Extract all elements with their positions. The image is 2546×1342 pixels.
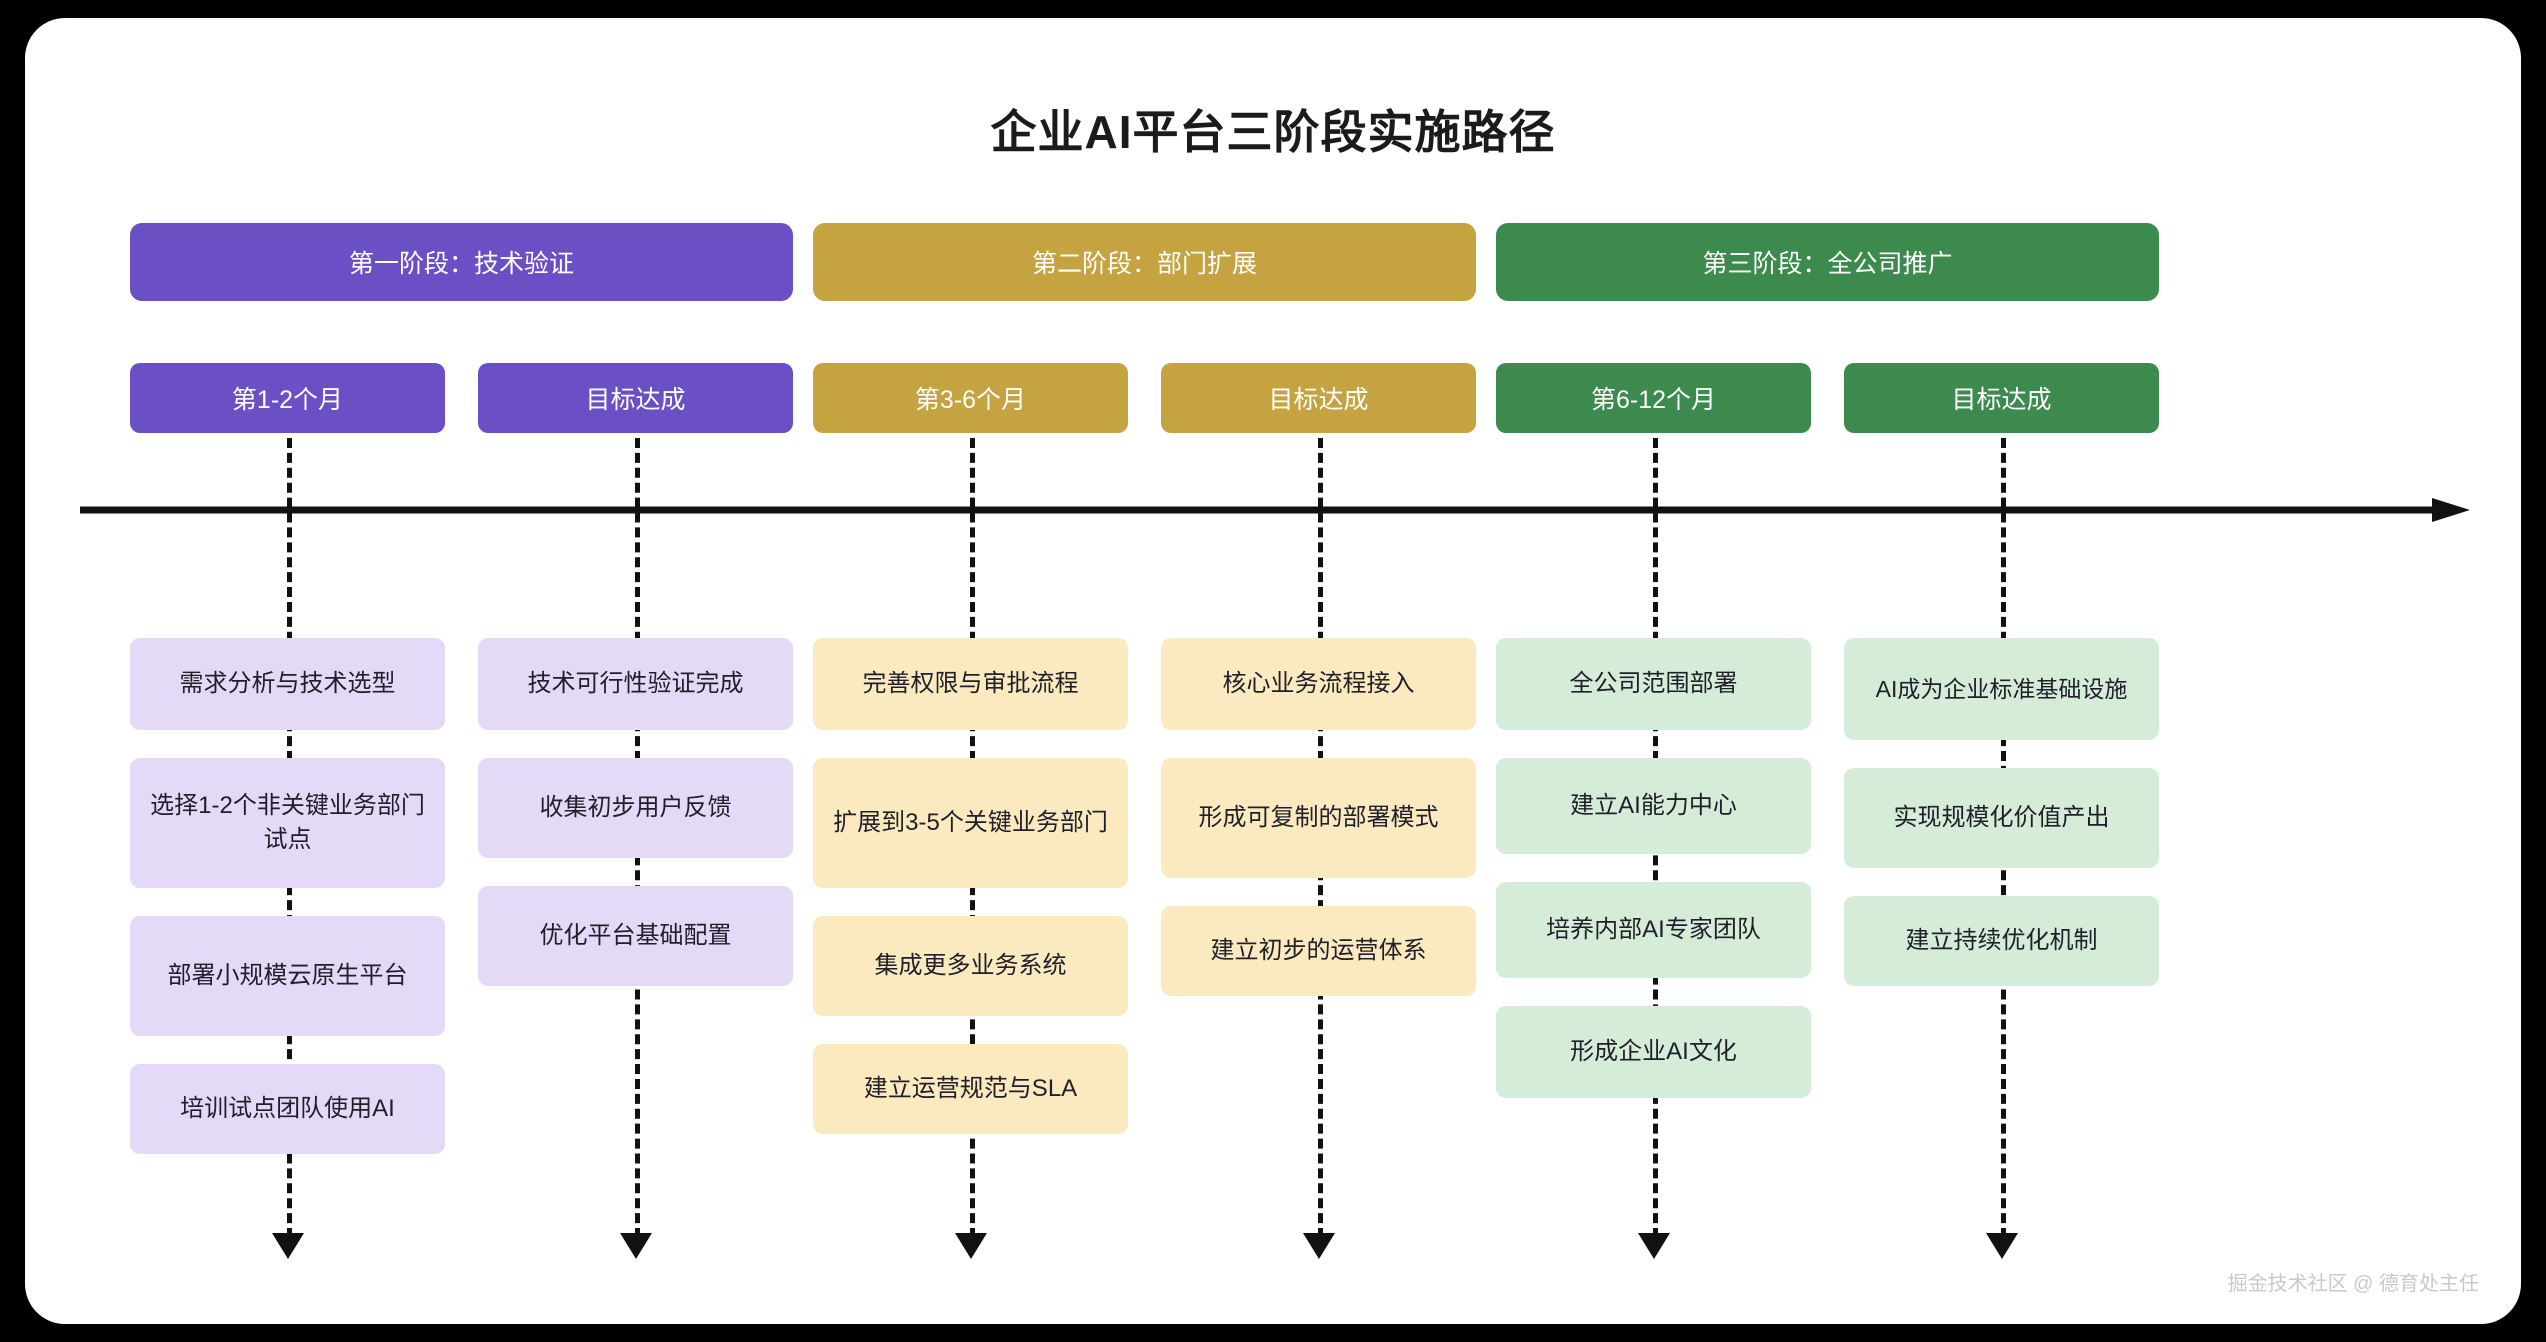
card[interactable]: 完善权限与审批流程 [813,638,1128,730]
connector-arrow-phase-1-goals [620,1233,652,1259]
page-title: 企业AI平台三阶段实施路径 [990,106,1556,158]
phase-header-3: 第三阶段：全公司推广 [1496,223,2159,301]
timeline-arrow [80,498,2470,522]
card[interactable]: 实现规模化价值产出 [1844,768,2159,868]
card[interactable]: 收集初步用户反馈 [478,758,793,858]
sub-header-phase-1-tasks-label: 第1-2个月 [231,386,344,414]
connector-arrow-phase-1-tasks [272,1233,304,1259]
card-column-phase-1-tasks: 需求分析与技术选型 选择1-2个非关键业务部门试点 部署小规模云原生平台 培训试… [130,638,445,1154]
card[interactable]: AI成为企业标准基础设施 [1844,638,2159,740]
sub-header-phase-2-tasks-label: 第3-6个月 [914,386,1027,414]
card[interactable]: 部署小规模云原生平台 [130,916,445,1036]
sub-header-phase-1-tasks: 第1-2个月 [130,363,445,433]
connector-arrow-phase-3-goals [1986,1233,2018,1259]
card-column-phase-3-tasks: 全公司范围部署 建立AI能力中心 培养内部AI专家团队 形成企业AI文化 [1496,638,1811,1098]
sub-header-phase-2-goals-label: 目标达成 [1268,386,1369,414]
phase-header-1-label: 第一阶段：技术验证 [348,250,574,278]
card[interactable]: 集成更多业务系统 [813,916,1128,1016]
phase-header-2: 第二阶段：部门扩展 [813,223,1476,301]
sub-header-phase-3-goals: 目标达成 [1844,363,2159,433]
card-column-phase-1-goals: 技术可行性验证完成 收集初步用户反馈 优化平台基础配置 [478,638,793,986]
card[interactable]: 扩展到3-5个关键业务部门 [813,758,1128,888]
connector-arrow-phase-2-tasks [955,1233,987,1259]
card-column-phase-3-goals: AI成为企业标准基础设施 实现规模化价值产出 建立持续优化机制 [1844,638,2159,986]
sub-header-phase-3-tasks: 第6-12个月 [1496,363,1811,433]
sub-header-phase-1-goals: 目标达成 [478,363,793,433]
card[interactable]: 形成企业AI文化 [1496,1006,1811,1098]
card-column-phase-2-goals: 核心业务流程接入 形成可复制的部署模式 建立初步的运营体系 [1161,638,1476,996]
connector-arrow-phase-3-tasks [1638,1233,1670,1259]
card[interactable]: 形成可复制的部署模式 [1161,758,1476,878]
sub-header-phase-3-goals-label: 目标达成 [1951,386,2052,414]
sub-header-phase-1-goals-label: 目标达成 [585,386,686,414]
sub-header-phase-2-goals: 目标达成 [1161,363,1476,433]
card[interactable]: 培养内部AI专家团队 [1496,882,1811,978]
watermark: 掘金技术社区 @ 德育处主任 [2227,1273,2479,1295]
card[interactable]: 建立运营规范与SLA [813,1044,1128,1134]
diagram-canvas: 企业AI平台三阶段实施路径 第一阶段：技术验证 第二阶段：部门扩展 第三阶段：全… [25,18,2521,1324]
phase-header-1: 第一阶段：技术验证 [130,223,793,301]
phase-header-2-label: 第二阶段：部门扩展 [1031,250,1257,278]
card[interactable]: 建立持续优化机制 [1844,896,2159,986]
sub-header-phase-3-tasks-label: 第6-12个月 [1590,386,1717,414]
card[interactable]: 优化平台基础配置 [478,886,793,986]
phase-header-3-label: 第三阶段：全公司推广 [1702,250,1953,278]
card-column-phase-2-tasks: 完善权限与审批流程 扩展到3-5个关键业务部门 集成更多业务系统 建立运营规范与… [813,638,1128,1134]
connector-arrow-phase-2-goals [1303,1233,1335,1259]
card[interactable]: 建立初步的运营体系 [1161,906,1476,996]
card[interactable]: 培训试点团队使用AI [130,1064,445,1154]
card[interactable]: 核心业务流程接入 [1161,638,1476,730]
card[interactable]: 建立AI能力中心 [1496,758,1811,854]
card[interactable]: 技术可行性验证完成 [478,638,793,730]
card[interactable]: 需求分析与技术选型 [130,638,445,730]
sub-header-phase-2-tasks: 第3-6个月 [813,363,1128,433]
card[interactable]: 选择1-2个非关键业务部门试点 [130,758,445,888]
card[interactable]: 全公司范围部署 [1496,638,1811,730]
